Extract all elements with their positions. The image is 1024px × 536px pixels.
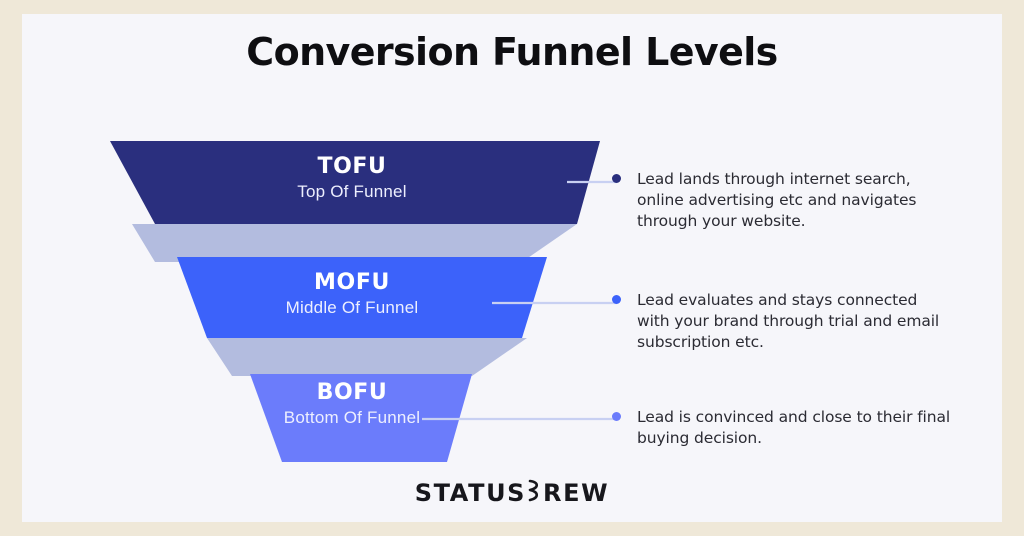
logo-text-after: REW [543, 479, 610, 507]
funnel-description-bofu: Lead is convinced and close to their fin… [612, 407, 952, 449]
bullet-dot-icon [612, 295, 621, 304]
funnel-description-mofu: Lead evaluates and stays connected with … [612, 290, 952, 353]
description-text: Lead lands through internet search, onli… [637, 170, 917, 230]
description-text: Lead is convinced and close to their fin… [637, 408, 951, 447]
description-text: Lead evaluates and stays connected with … [637, 291, 940, 351]
page-title: Conversion Funnel Levels [246, 30, 778, 74]
funnel-level-bofu[interactable] [250, 374, 472, 462]
funnel-diagram [110, 141, 617, 462]
bullet-dot-icon [612, 412, 621, 421]
funnel-level-mofu[interactable] [177, 257, 547, 338]
funnel-connector-2 [207, 338, 527, 376]
bullet-dot-icon [612, 174, 621, 183]
brand-logo: STATUS REW [22, 478, 1002, 508]
stylized-b-glyph-icon [527, 478, 542, 508]
funnel-connector-1 [132, 224, 577, 262]
funnel-level-tofu[interactable] [110, 141, 600, 224]
infographic-canvas: Conversion Funnel Levels TOFU Top Of Fun… [22, 14, 1002, 522]
logo-text-before: STATUS [414, 479, 527, 507]
funnel-description-tofu: Lead lands through internet search, onli… [612, 169, 952, 232]
